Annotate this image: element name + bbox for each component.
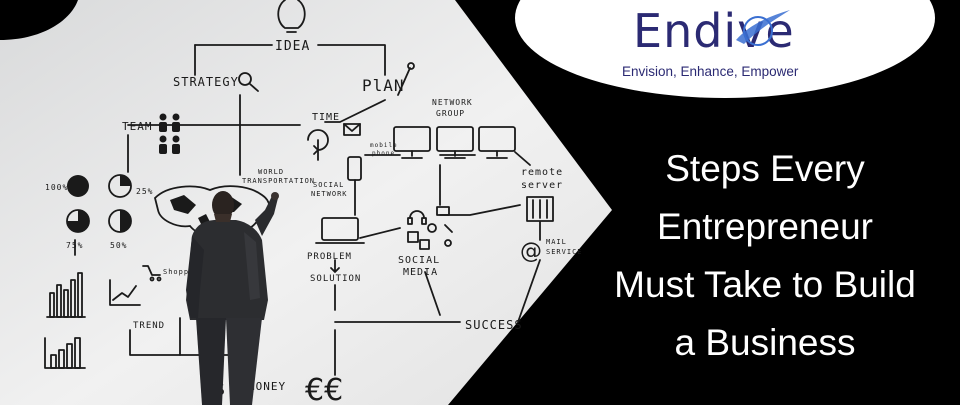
headline-line-1: Steps Every [665, 148, 865, 189]
label-time: TIME [312, 112, 340, 123]
label-money: MONEY [248, 380, 286, 393]
bar-chart-icon [46, 272, 86, 318]
label-mail-1: MAIL [546, 238, 567, 246]
laptop-icon [315, 217, 365, 244]
label-network-group-2: GROUP [436, 109, 465, 118]
whiteboard-surface [0, 0, 612, 405]
whiteboard-labels: IDEA STRATEGY PlAN TEAM TIME NETWORK GRO… [45, 39, 583, 405]
mobile-phone-icon [347, 156, 362, 181]
label-mobile-2: phone [372, 150, 395, 157]
social-media-icons [407, 206, 453, 250]
bar-chart-small-icon [44, 337, 86, 369]
label-mobile-1: mobile [370, 142, 398, 149]
pen-icon [397, 62, 415, 96]
headline-line-4: a Business [674, 322, 856, 363]
server-rack-icon [526, 196, 554, 222]
label-trend: TREND [133, 321, 165, 331]
label-social-network-2: NETWORK [311, 190, 348, 198]
label-social-media-2: MEDIA [403, 267, 438, 278]
label-shopping: Shopping [163, 268, 205, 276]
label-idea: IDEA [275, 39, 310, 54]
label-social-media-1: SOCIAL [398, 255, 440, 266]
label-problem: PROBLEM [307, 252, 352, 262]
connector-lines [74, 44, 541, 376]
label-solution: SOLUTION [310, 274, 361, 284]
label-success: SUCCESS [465, 318, 523, 332]
label-remote-server-2: server [521, 180, 563, 191]
businessman-figure [186, 191, 279, 405]
pie-charts-icon [66, 174, 132, 233]
globe-swoosh-icon [736, 10, 790, 46]
shopping-cart-icon [142, 265, 162, 282]
headline: Steps Every Entrepreneur Must Take to Bu… [590, 140, 940, 372]
lightbulb-icon [277, 0, 306, 33]
label-pct-50: 50% [110, 241, 127, 250]
refresh-arrows-icon [307, 129, 329, 155]
label-pct-75: 75% [66, 241, 83, 250]
label-remote-server-1: remote [521, 167, 563, 178]
label-team: TEAM [122, 120, 153, 133]
label-mail-2: SERVICE [546, 248, 583, 256]
label-pct-100: 100% [45, 183, 68, 192]
headline-line-3: Must Take to Build [614, 264, 916, 305]
label-world-1: WORLD [258, 168, 284, 176]
label-euro: €€ [305, 373, 343, 405]
brand-tagline: Envision, Enhance, Empower [622, 64, 799, 79]
trend-line-icon [109, 279, 141, 306]
label-strategy: STRATEGY [173, 75, 239, 89]
at-sign-icon: @ [520, 239, 542, 264]
label-network-group-1: NETWORK [432, 98, 473, 107]
team-figures-icon [159, 113, 180, 154]
svg-text:@: @ [520, 239, 542, 264]
headline-line-2: Entrepreneur [657, 206, 873, 247]
label-plan: PlAN [362, 76, 405, 95]
envelope-icon [343, 123, 361, 136]
brand-logo-wordmark[interactable]: Endive [633, 4, 795, 58]
label-pct-25: 25% [136, 187, 153, 196]
magnifier-icon [238, 72, 259, 92]
computer-monitors-icon [393, 126, 516, 159]
corner-blob [0, 0, 78, 40]
down-arrow-icon [330, 259, 340, 273]
label-social-network-1: SOCIAL [313, 181, 344, 189]
label-world-2: TRANSPORTATION [242, 177, 315, 185]
